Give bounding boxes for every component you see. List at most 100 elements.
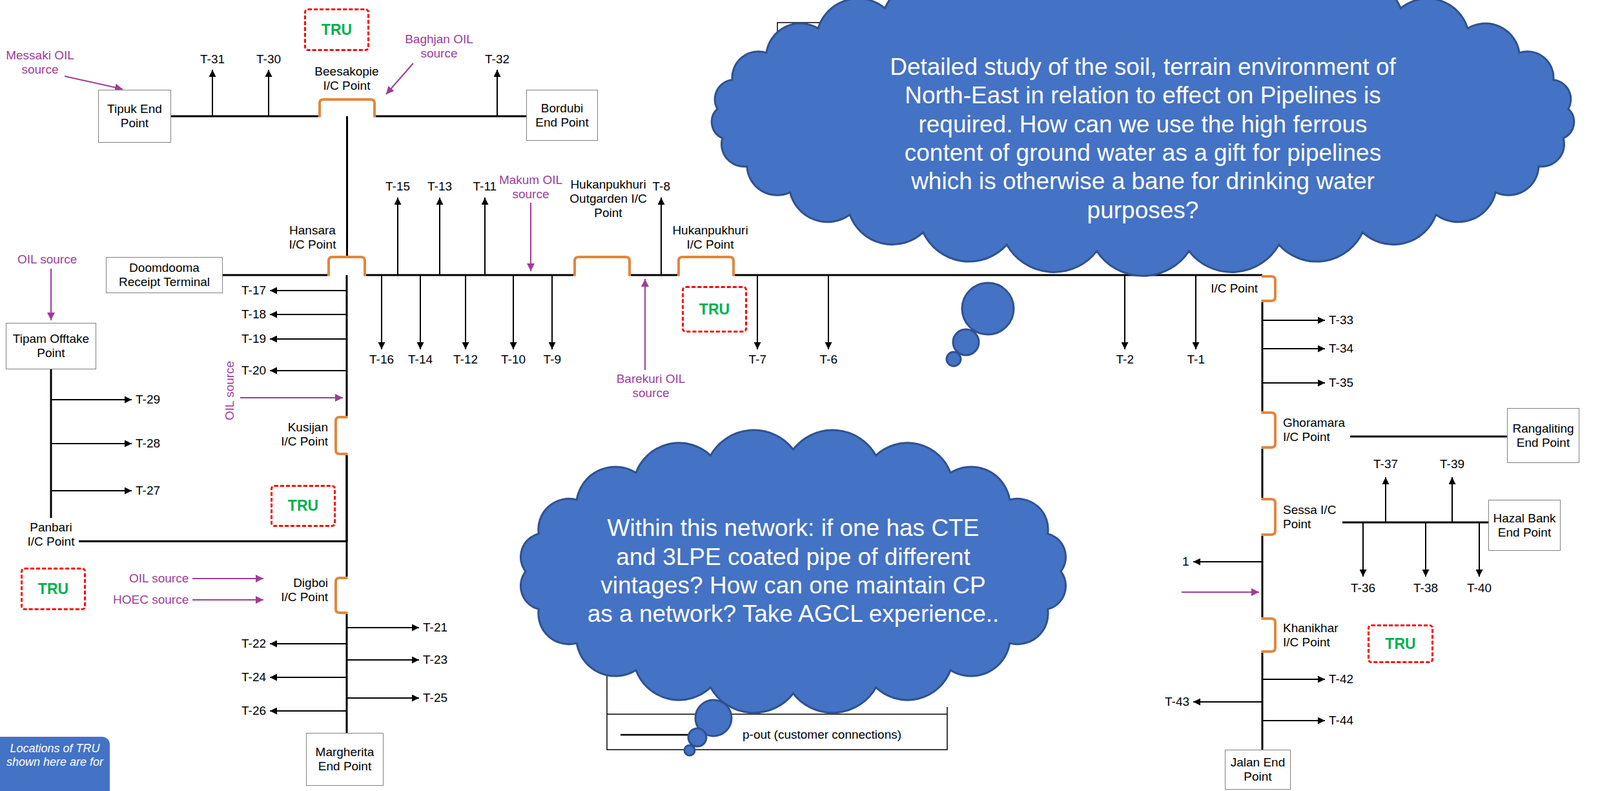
ic-hump-outline — [328, 256, 365, 276]
oil-source-label: OIL source — [17, 252, 77, 267]
node-text: Kusijan I/C Point — [276, 420, 329, 449]
tap-off-label: T-20 — [241, 363, 267, 378]
pipeline — [1261, 652, 1264, 750]
terminal-box: Bordubi End Point — [526, 89, 598, 141]
ic-hump-outline — [1262, 412, 1276, 448]
node-text: Locations of TRU shown here are for — [3, 741, 106, 769]
ic-hump-outline — [335, 417, 347, 454]
tap-off-label: T-24 — [241, 670, 267, 685]
node-text: Hansara I/C Point — [284, 223, 341, 252]
node-text: TRU — [287, 497, 319, 514]
terminal-box: Hazal Bank End Point — [1488, 499, 1561, 551]
tap-off-label: T-13 — [427, 179, 452, 194]
tru-box: TRU — [20, 567, 86, 611]
tap-off-label: T-16 — [369, 352, 394, 367]
tap-off-label: T-28 — [135, 436, 161, 451]
cloud-shape — [690, 0, 1595, 278]
tap-off-label: T-21 — [422, 620, 448, 635]
tap-off-label: T-23 — [422, 652, 448, 667]
terminal-box: Rangaliting End Point — [1507, 408, 1580, 463]
tap-off-label: T-37 — [1373, 457, 1398, 472]
pipeline — [78, 455, 347, 542]
ic-hump — [334, 415, 347, 456]
pipeline — [1261, 302, 1264, 412]
tap-off-label: T-14 — [408, 352, 433, 367]
thought-cloud: Within this network: if one has CTE and … — [499, 423, 1087, 720]
tap-off-label: T-26 — [241, 703, 267, 718]
pipeline — [1350, 435, 1508, 438]
cloud-outline — [520, 430, 1066, 713]
node-text: Bordubi End Point — [530, 101, 594, 130]
tap-off-label: T-7 — [748, 352, 767, 367]
pipeline — [1261, 448, 1264, 498]
tap-off-label: T-42 — [1328, 672, 1354, 687]
node-text: TRU — [38, 580, 69, 598]
node-text: I/C Point — [1193, 281, 1258, 296]
node-text: Doomdooma Receipt Terminal — [110, 260, 219, 290]
ic-hump-outline — [1262, 499, 1276, 535]
oil-source-label: Messaki OIL source — [3, 48, 78, 77]
tap-off-label: T-43 — [1164, 694, 1190, 709]
terminal-box: Tipam Offtake Point — [5, 322, 97, 370]
tap-off-label: T-2 — [1116, 352, 1134, 367]
ic-point: Panbari I/C Point — [23, 517, 79, 552]
tap-off-label: T-36 — [1350, 581, 1376, 596]
tap-off-label: T-17 — [241, 283, 267, 298]
ic-hump-outline — [1262, 618, 1276, 652]
note-box: Locations of TRU shown here are for — [0, 736, 110, 791]
ic-hump-outline — [335, 577, 347, 613]
node-text: Tipuk End Point — [102, 102, 167, 131]
node-text: Sessa I/C Point — [1282, 502, 1340, 532]
node-text: TRU — [321, 21, 352, 39]
pipeline — [366, 274, 574, 277]
node-text: Khanikhar I/C Point — [1282, 621, 1348, 650]
pipeline — [1261, 535, 1264, 618]
node-text: Tipam Offtake Point — [10, 331, 92, 361]
tap-off-label: 1 — [1182, 554, 1190, 569]
tru-box: TRU — [681, 286, 748, 333]
node-text: Within this network: if one has CTE and … — [586, 513, 1001, 629]
pipeline — [346, 614, 349, 733]
ic-point: Digboi I/C Point — [334, 576, 347, 615]
node-text: Digboi I/C Point — [276, 575, 329, 605]
oil-source-label: Baghjan OIL source — [402, 32, 477, 61]
tap-off-label: T-44 — [1328, 713, 1354, 728]
node-text: Hukanpukhuri Outgarden I/C Point — [563, 177, 654, 221]
tap-off-label: T-34 — [1328, 341, 1354, 356]
ic-hump-outline — [1262, 276, 1276, 301]
pipeline — [50, 369, 53, 518]
ic-hump — [334, 576, 347, 615]
tap-off-label: T-27 — [135, 483, 161, 498]
ic-hump — [327, 255, 367, 276]
ic-hump — [573, 255, 631, 276]
terminal-box: Jalan End Point — [1224, 749, 1291, 790]
tap-off-label: T-15 — [385, 179, 411, 194]
cloud-outline — [711, 0, 1574, 276]
ic-hump — [1262, 617, 1277, 653]
ic-point: Kusijan I/C Point — [334, 415, 347, 456]
node-text: Hukanpukhuri I/C Point — [665, 223, 756, 252]
tru-box: TRU — [1367, 624, 1434, 664]
terminal-box: Doomdooma Receipt Terminal — [105, 256, 223, 294]
tap-off-label: T-33 — [1328, 313, 1354, 328]
ic-hump — [318, 98, 376, 117]
ic-hump — [1262, 275, 1277, 303]
terminal-box: Margherita End Point — [306, 732, 384, 786]
pipeline — [375, 115, 527, 118]
tap-off-label: T-25 — [422, 690, 448, 706]
pipeline — [346, 275, 349, 416]
legend-text: p-out (customer connections) — [742, 727, 902, 742]
tap-off-label: T-19 — [241, 331, 267, 347]
ic-hump — [1262, 497, 1277, 536]
legend-line-sample — [620, 734, 695, 737]
tru-box: TRU — [304, 8, 370, 52]
tap-off-label: T-35 — [1328, 375, 1354, 390]
ic-point: Hukanpukhuri Outgarden I/C Point — [573, 255, 631, 276]
node-text: Hazal Bank End Point — [1492, 511, 1557, 540]
tap-off-label: T-30 — [256, 52, 281, 67]
thought-cloud: Detailed study of the soil, terrain envi… — [690, 0, 1595, 278]
tap-off-label: T-32 — [484, 52, 510, 67]
tap-off-label: T-29 — [135, 392, 161, 407]
tap-off-label: T-10 — [501, 352, 526, 367]
